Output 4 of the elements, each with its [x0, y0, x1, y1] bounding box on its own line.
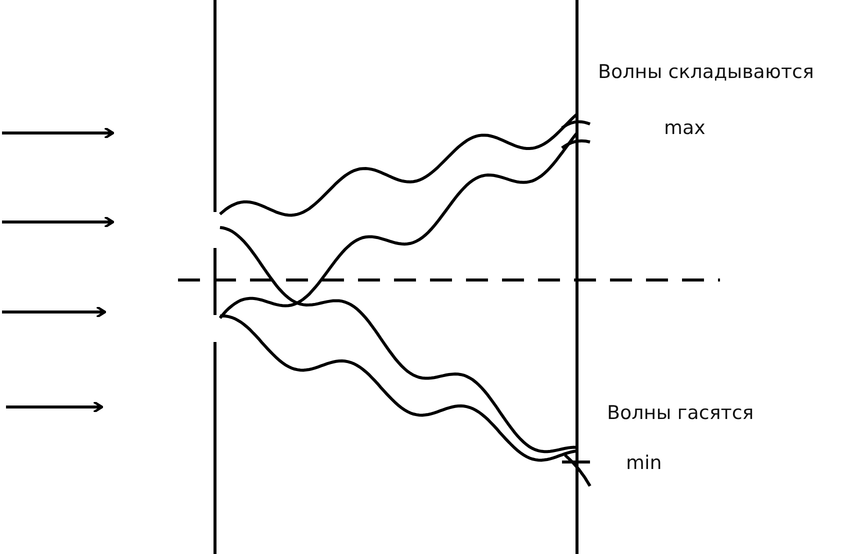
heading-text: Волны гасятся	[607, 403, 754, 424]
max-label: max	[664, 118, 706, 139]
min-label: min	[626, 453, 662, 474]
heading-text: Волны складываются	[598, 62, 814, 83]
